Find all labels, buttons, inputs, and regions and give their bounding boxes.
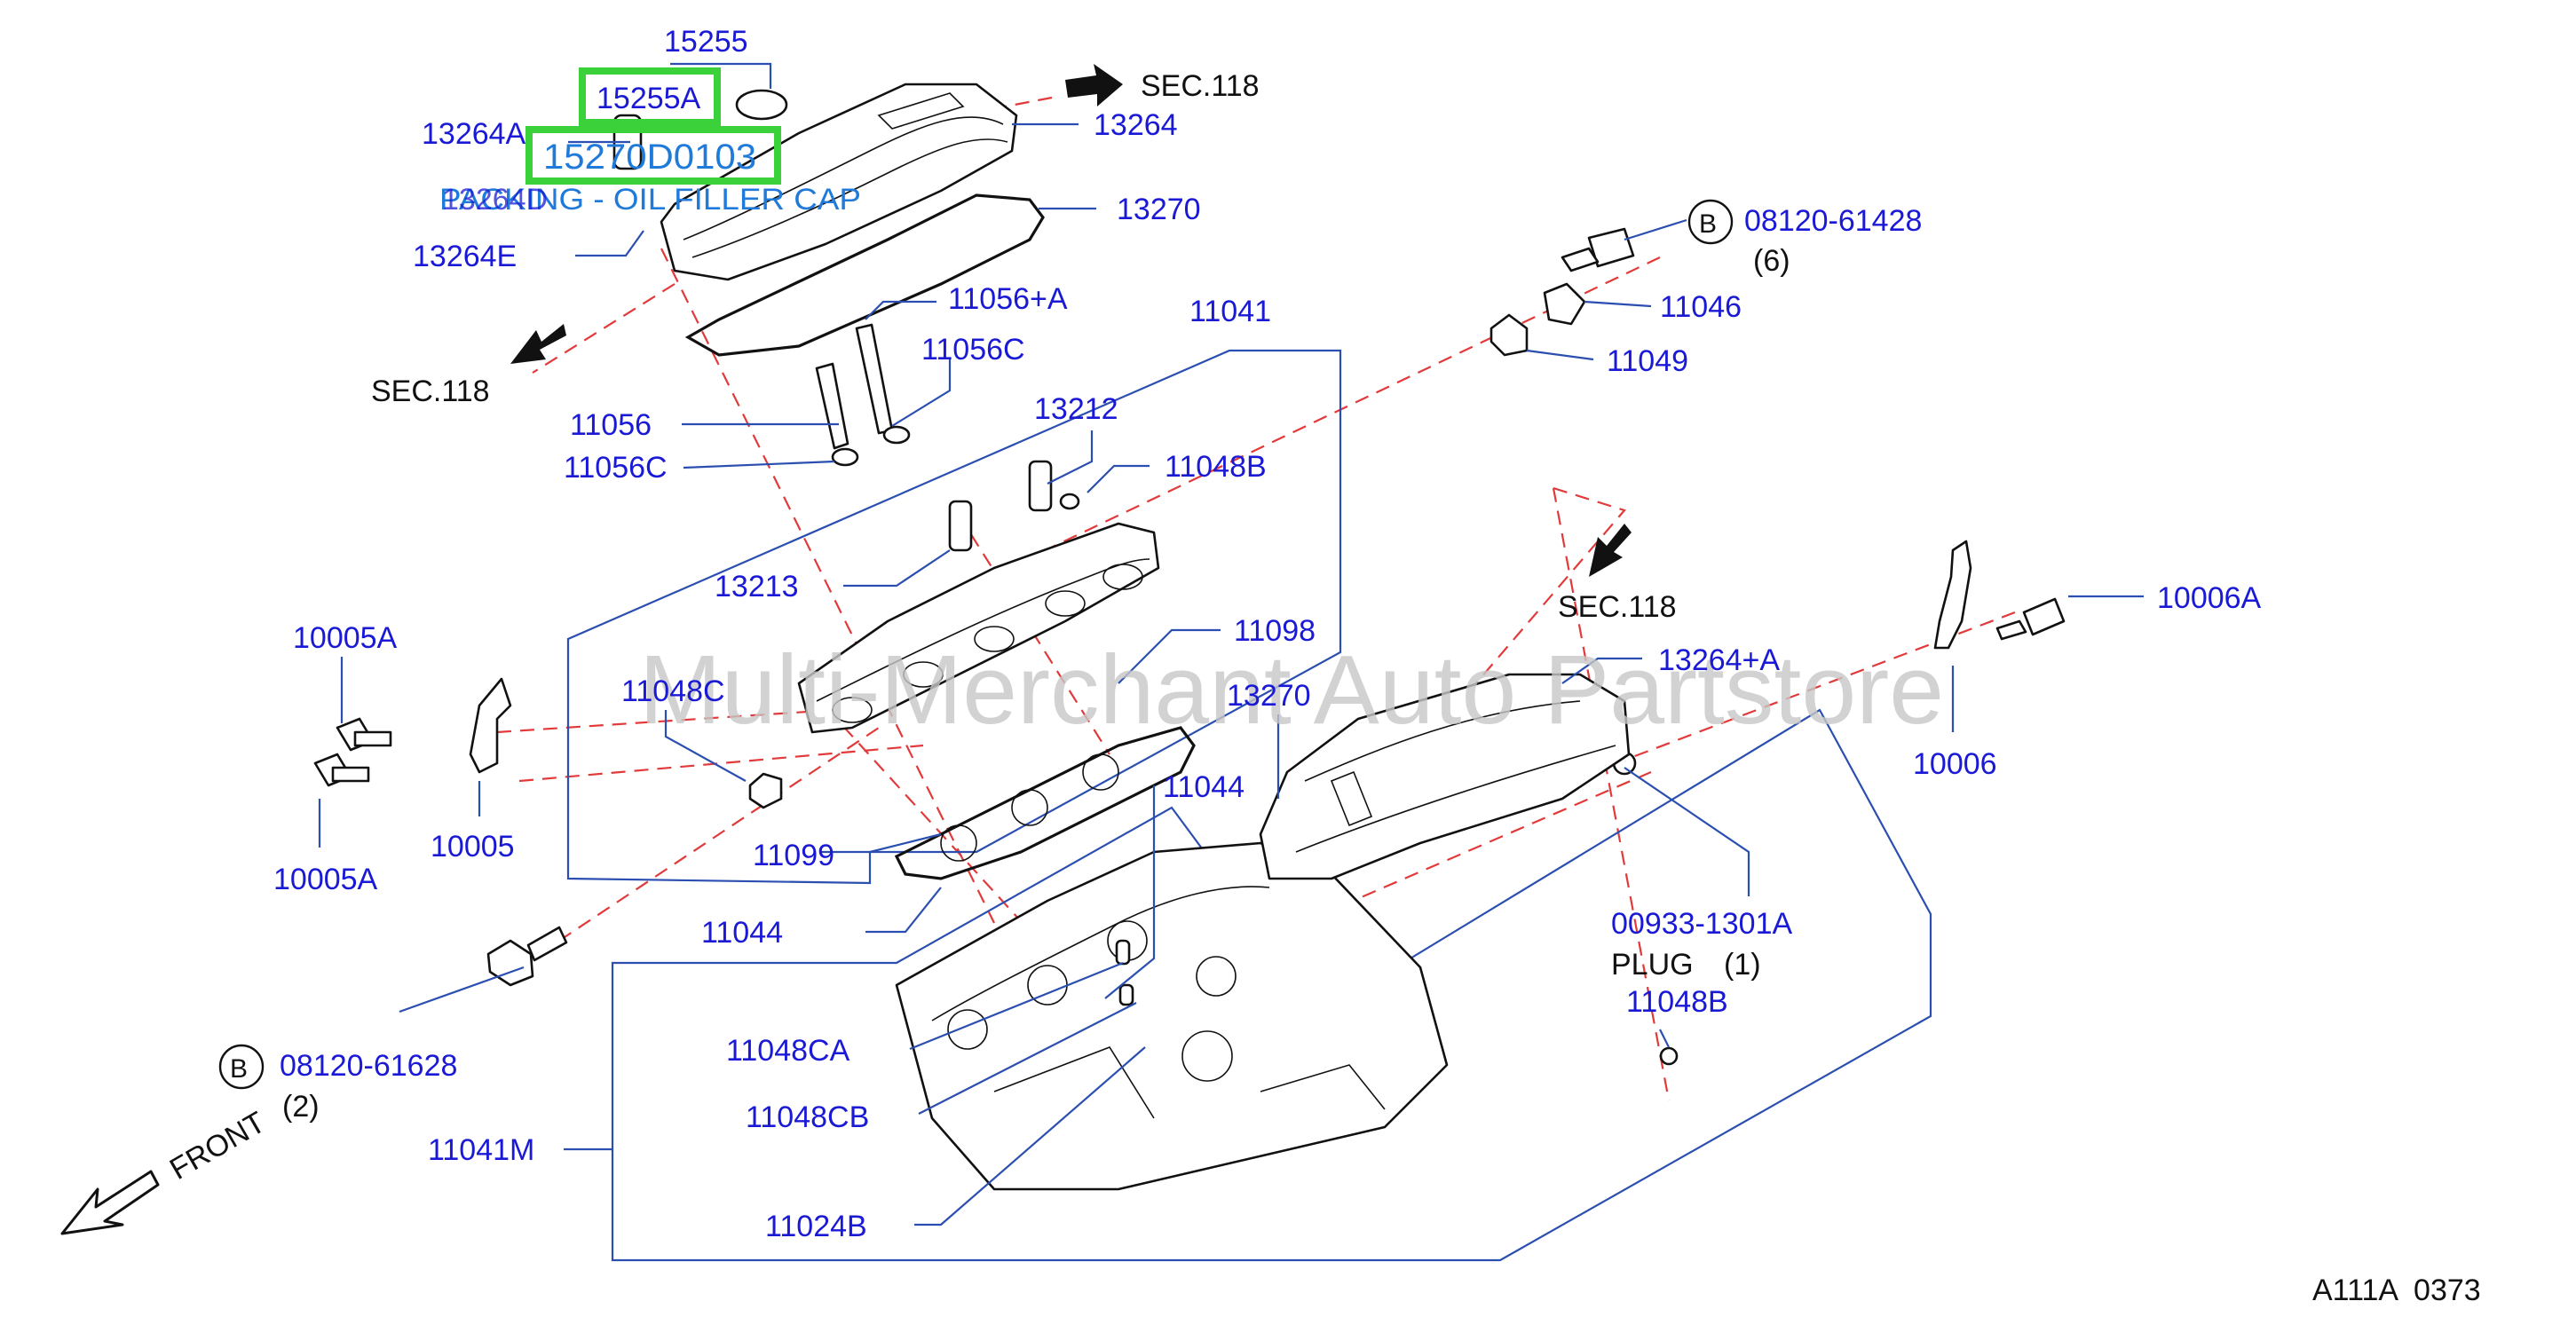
part-label-10005a[interactable]: 10005A	[293, 621, 398, 655]
part-label-10005[interactable]: 10005	[431, 830, 515, 864]
figure-code: A111A 0373	[2312, 1274, 2481, 1307]
part-label-11041[interactable]: 11041	[1189, 295, 1271, 328]
part-label-15255[interactable]: 15255	[664, 25, 748, 59]
part-label-10006[interactable]: 10006	[1913, 747, 1997, 781]
part-label-11056c[interactable]: 11056C	[564, 451, 668, 485]
front-label: FRONT	[164, 1105, 271, 1186]
valve-cover-gasket-upper	[684, 193, 1045, 357]
arrow-right-icon	[1065, 64, 1123, 106]
part-label-11041m[interactable]: 11041M	[428, 1133, 534, 1167]
small-gaskets	[748, 282, 1679, 1066]
part-label-15270d0103[interactable]: 15270D0103	[543, 138, 756, 177]
part-label-11044[interactable]: 11044	[701, 916, 783, 950]
part-label-11056c[interactable]: 11056C	[921, 333, 1025, 367]
highlight-box	[525, 126, 781, 185]
section-label[interactable]: SEC.118	[1141, 69, 1260, 103]
part-label-08120-61428[interactable]: 08120-61428	[1744, 204, 1922, 238]
highlight-box	[579, 67, 721, 126]
front-arrow: FRONT	[60, 1105, 271, 1235]
part-label-13212[interactable]: 13212	[1034, 392, 1118, 426]
part-label-13270[interactable]: 13270	[1227, 679, 1311, 713]
section-label[interactable]: SEC.118	[1558, 590, 1677, 624]
part-label-13270[interactable]: 13270	[1117, 193, 1201, 226]
leader-lines	[318, 62, 2144, 1226]
part-description: PLUG	[1611, 948, 1694, 982]
part-label-11048b[interactable]: 11048B	[1165, 450, 1267, 484]
arrow-down-left-icon	[510, 324, 566, 364]
part-labels: 15255 13264A 13264 13270 13264E 08120-61…	[273, 25, 2262, 1243]
part-label-11048b[interactable]: 11048B	[1626, 985, 1728, 1019]
section-labels: SEC.118 SEC.118 SEC.118	[371, 69, 1677, 624]
part-label-13264d[interactable]: 13264D	[442, 183, 548, 217]
circle-b-label: B	[1699, 209, 1717, 239]
highlighted-parts: 15255A 15270D0103 PACKING - OIL FILLER C…	[439, 67, 861, 217]
part-qty: (6)	[1753, 244, 1790, 278]
part-qty: (2)	[282, 1090, 320, 1124]
sec-arrows	[510, 64, 1632, 577]
part-label-00933-1301a[interactable]: 00933-1301A	[1611, 907, 1793, 941]
watermark: Multi-Merchant Auto Partstore	[639, 635, 1944, 745]
part-label-13264e[interactable]: 13264E	[413, 240, 517, 273]
part-description-highlighted: PACKING - OIL FILLER CAP	[439, 183, 861, 217]
part-label-11024b[interactable]: 11024B	[765, 1210, 867, 1243]
part-label-11048cb[interactable]: 11048CB	[746, 1100, 869, 1134]
part-label-11049[interactable]: 11049	[1607, 344, 1688, 378]
part-label-13264a[interactable]: 13264A	[422, 117, 526, 151]
head-gasket-upper	[894, 726, 1196, 880]
valve-cover-lower	[1259, 673, 1631, 880]
part-label-08120-61628[interactable]: 08120-61628	[280, 1049, 457, 1083]
arrow-down-left-icon	[1589, 524, 1632, 577]
bolts-and-studs	[313, 227, 2066, 987]
circle-b-label: B	[230, 1054, 248, 1084]
brackets	[469, 540, 1972, 774]
part-label-11048c[interactable]: 11048C	[621, 674, 725, 708]
bolt-spec-markers: B B	[218, 199, 1734, 1090]
part-label-15255a[interactable]: 15255A	[597, 82, 701, 115]
part-label-13264[interactable]: 13264	[1094, 108, 1178, 142]
engine-block	[895, 841, 1449, 1191]
part-label-11056a[interactable]: 11056+A	[948, 282, 1068, 316]
part-label-11098[interactable]: 11098	[1234, 614, 1316, 648]
part-label-13264-a[interactable]: 13264+A	[1658, 643, 1780, 677]
part-label-11099[interactable]: 11099	[753, 839, 834, 872]
part-label-11056[interactable]: 11056	[570, 408, 652, 442]
part-label-10006a[interactable]: 10006A	[2157, 581, 2262, 615]
part-label-11046[interactable]: 11046	[1660, 290, 1742, 324]
section-label[interactable]: SEC.118	[371, 375, 490, 408]
part-label-13213[interactable]: 13213	[715, 570, 799, 603]
part-qty: (1)	[1724, 948, 1761, 982]
cylinder-head-upper	[797, 522, 1160, 734]
part-label-10005a[interactable]: 10005A	[273, 863, 378, 896]
part-label-11048ca[interactable]: 11048CA	[726, 1034, 850, 1068]
part-label-11044[interactable]: 11044	[1163, 770, 1245, 804]
front-arrow-icon	[60, 1170, 160, 1235]
